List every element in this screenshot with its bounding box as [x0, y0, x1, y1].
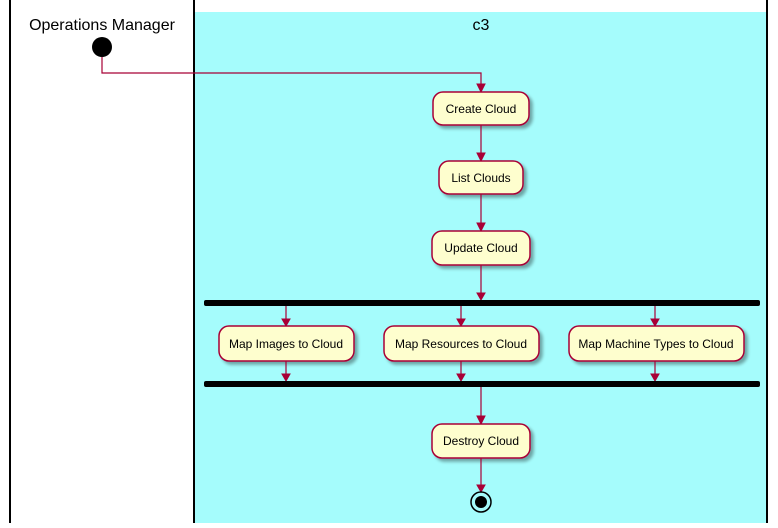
arrowhead: [476, 83, 486, 94]
end-node: [470, 491, 492, 513]
activity-label-create-cloud: Create Cloud: [446, 102, 517, 116]
arrowhead: [476, 292, 486, 302]
activity-map-machine-types: [568, 325, 745, 362]
lane-title-c3: c3: [473, 17, 490, 34]
start-node: [92, 37, 112, 57]
activity-label-map-images: Map Images to Cloud: [229, 337, 343, 351]
arrowhead: [476, 222, 486, 233]
activity-label-map-resources: Map Resources to Cloud: [395, 337, 527, 351]
activity-label-list-clouds: List Clouds: [451, 171, 510, 185]
activity-label-update-cloud: Update Cloud: [444, 241, 517, 255]
arrowhead: [650, 373, 660, 383]
lane-title-operations-manager: Operations Manager: [29, 17, 176, 34]
arrowhead: [456, 373, 466, 383]
arrowhead: [456, 318, 466, 328]
join-bar: [204, 381, 760, 387]
arrowhead: [476, 484, 486, 494]
flow-start-to-create: [101, 57, 482, 85]
arrowhead: [281, 373, 291, 383]
arrowhead: [281, 318, 291, 328]
arrowhead: [476, 152, 486, 163]
arrowhead: [476, 415, 486, 426]
activity-label-map-machine-types: Map Machine Types to Cloud: [578, 337, 733, 351]
fork-bar: [204, 300, 760, 306]
activity-label-destroy-cloud: Destroy Cloud: [443, 434, 519, 448]
arrowhead: [650, 318, 660, 328]
